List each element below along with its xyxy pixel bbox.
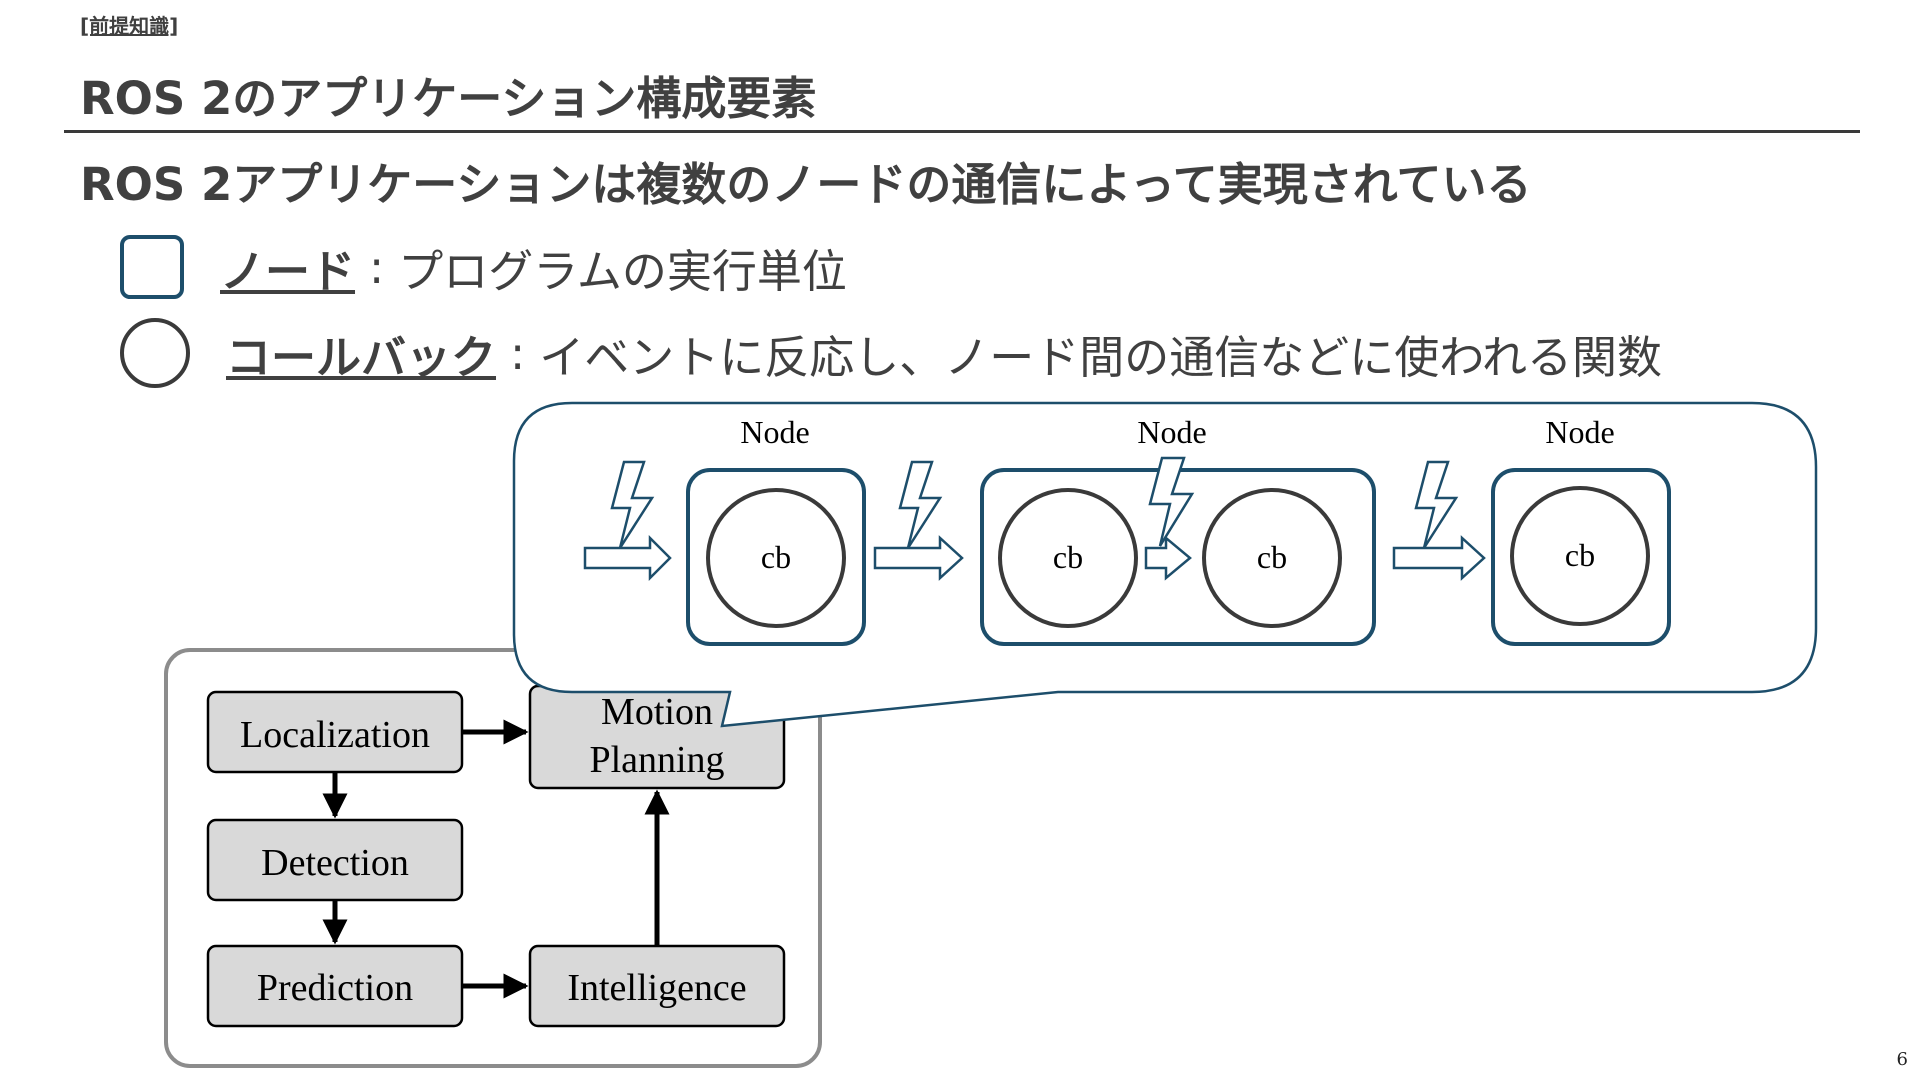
callback-circle-2 [998,488,1138,628]
page-number: 6 [1896,1049,1908,1070]
callback-circle-4 [1510,486,1650,626]
lightning-icon [610,460,655,549]
legend-term-node: ノード [220,244,356,298]
callback-label-2: cb [1053,539,1083,575]
lightning-icon [1148,456,1195,547]
event-arrow-3 [1144,535,1192,581]
event-arrow-1 [583,534,672,582]
detection-label: Detection [261,842,409,884]
node-square-icon [120,235,184,299]
legend-colon: : [369,240,385,294]
lightning-icon [898,460,943,549]
callback-circle-1 [706,488,846,628]
page-subtitle: ROS 2アプリケーションは複数のノードの通信によって実現されている [80,158,1532,211]
node-label-2: Node [1137,414,1206,450]
callback-label-4: cb [1565,537,1595,573]
callback-circle-icon [120,318,190,388]
page-title: ROS 2のアプリケーション構成要素 [80,72,817,125]
intelligence-label: Intelligence [567,967,746,1009]
prediction-label: Prediction [257,967,413,1009]
legend-node: ノード : プログラムの実行単位 [120,232,847,302]
motion-planning-label-line2: Planning [589,739,724,781]
node-label-3: Node [1545,414,1614,450]
callback-circle-3 [1202,488,1342,628]
callback-label-3: cb [1257,539,1287,575]
event-arrow-4 [1392,535,1486,581]
legend-desc-node: プログラムの実行単位 [398,244,847,298]
event-arrow-2 [873,535,964,581]
node-label-1: Node [740,414,809,450]
legend-colon: : [510,326,526,380]
lightning-icon [1414,460,1459,549]
localization-label: Localization [240,714,430,756]
legend-term-callback: コールバック [226,330,497,384]
callback-label-1: cb [761,539,791,575]
motion-planning-label-line1: Motion [601,691,713,733]
legend-desc-callback: イベントに反応し、ノード間の通信などに使われる関数 [539,330,1662,384]
title-divider [64,130,1860,133]
legend-callback: コールバック : イベントに反応し、ノード間の通信などに使われる関数 [120,318,1662,388]
prerequisite-tag: [前提知識] [80,14,179,38]
